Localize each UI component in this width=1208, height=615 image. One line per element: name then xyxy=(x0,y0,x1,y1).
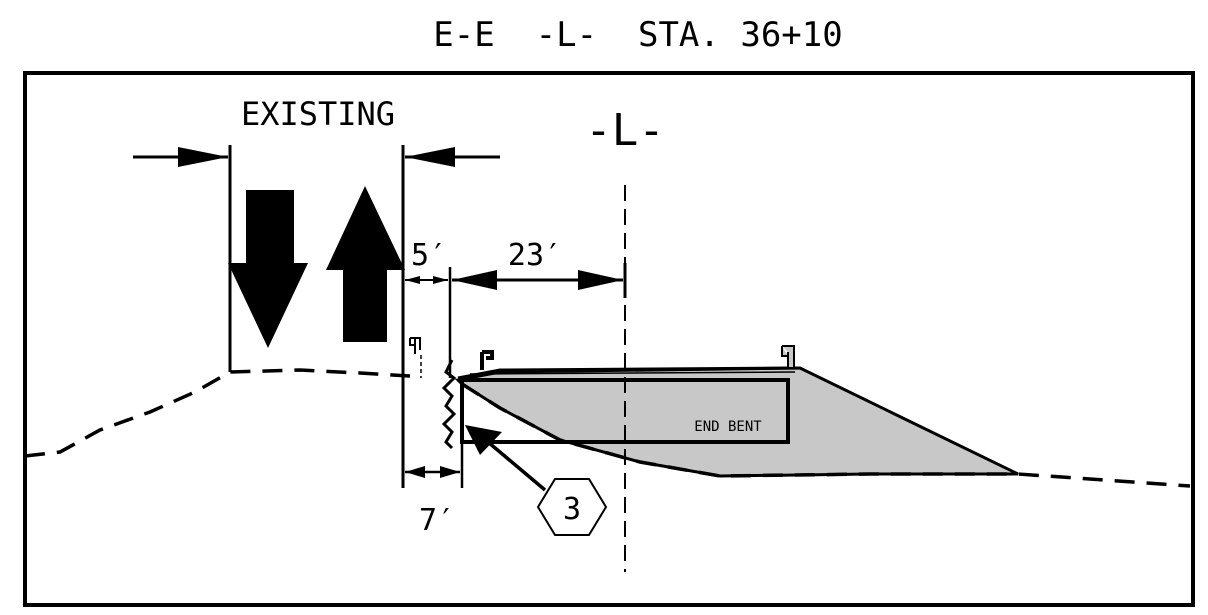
section-title: E-E -L- STA. 36+10 xyxy=(433,15,842,55)
dim-23-label: 23′ xyxy=(508,238,562,273)
barrier-icon-left xyxy=(409,337,421,354)
existing-label: EXISTING xyxy=(241,95,395,133)
existing-arrowhead-left xyxy=(178,147,228,167)
centerline-label: -L- xyxy=(585,105,664,156)
callout-leader-arrowhead xyxy=(465,425,502,455)
deck-thin-line xyxy=(469,371,796,375)
dim-23-arrowhead-right xyxy=(578,270,623,290)
barrier-icon-mid xyxy=(480,350,494,370)
dim-5-arrowhead-left xyxy=(405,276,420,284)
traffic-arrow-down xyxy=(228,190,308,348)
dim-5-label: 5′ xyxy=(411,238,447,273)
break-line xyxy=(441,359,457,450)
barrier-icon-right xyxy=(781,345,795,369)
dim-7-arrowhead-left xyxy=(405,466,425,478)
existing-arrowhead-right xyxy=(405,147,455,167)
drawing-frame xyxy=(23,71,1195,607)
callout-leader xyxy=(486,440,547,492)
dim-5-arrowhead-right xyxy=(433,276,448,284)
callout-number: 3 xyxy=(563,492,581,527)
existing-ground-line xyxy=(24,368,1191,488)
deck-top xyxy=(457,366,801,380)
dim-23-arrowhead-left xyxy=(452,270,497,290)
end-bent-outline xyxy=(460,378,790,444)
traffic-arrow-up xyxy=(326,186,405,342)
dim-7-label: 7′ xyxy=(419,503,455,538)
dim-7-arrowhead-right xyxy=(440,466,460,478)
callout-hexagon xyxy=(536,478,608,536)
end-bent-label: END BENT xyxy=(694,419,762,435)
